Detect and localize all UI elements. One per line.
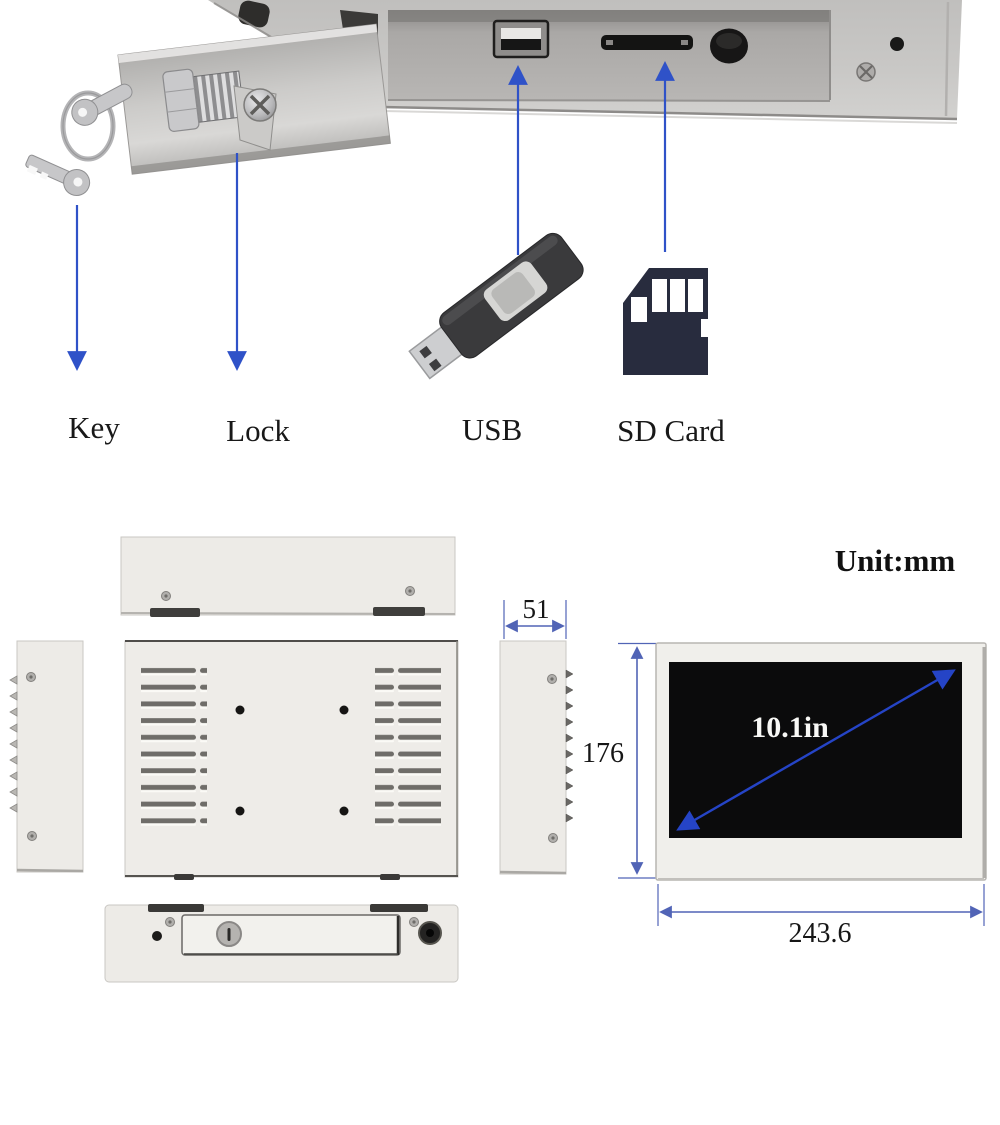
chassis-screw bbox=[856, 62, 876, 82]
back-view bbox=[124, 640, 459, 880]
top-view bbox=[120, 536, 456, 617]
vent-column-right bbox=[375, 664, 441, 831]
device-photo: Key Lock USB SD Card bbox=[25, 0, 962, 448]
key-label: Key bbox=[68, 410, 120, 445]
foot bbox=[174, 874, 194, 880]
sd-card-icon bbox=[623, 268, 708, 375]
vent-column-left bbox=[141, 664, 207, 831]
power-jack bbox=[710, 28, 748, 64]
width-value: 243.6 bbox=[789, 918, 852, 949]
usb-label: USB bbox=[462, 412, 522, 447]
usb-port[interactable] bbox=[492, 19, 550, 59]
bottom-hole bbox=[152, 931, 162, 941]
depth-value: 51 bbox=[523, 594, 550, 624]
door-lock-keyhole[interactable] bbox=[216, 921, 242, 947]
compartment-top-shadow bbox=[388, 10, 830, 22]
usb-flash-drive-icon bbox=[408, 232, 584, 380]
foot bbox=[370, 904, 428, 912]
lock-screw bbox=[243, 88, 277, 122]
front-view: 10.1in bbox=[655, 642, 987, 881]
chassis-right-bevel bbox=[944, 1, 950, 117]
vesa-hole bbox=[339, 705, 349, 715]
vesa-hole bbox=[235, 705, 245, 715]
height-value: 176 bbox=[582, 738, 624, 769]
lock-cylinder bbox=[162, 68, 245, 132]
screen-diagonal-value: 10.1in bbox=[751, 711, 829, 744]
chassis-shadow bbox=[383, 110, 958, 124]
chassis-bottom-edge bbox=[381, 105, 958, 121]
right-side-view bbox=[499, 640, 574, 875]
depth-dimension: 51 bbox=[503, 594, 567, 639]
dc-jack bbox=[418, 921, 442, 945]
foot bbox=[373, 607, 425, 616]
sd-card-slot[interactable] bbox=[601, 35, 693, 50]
media-compartment bbox=[388, 10, 830, 100]
vesa-hole bbox=[339, 806, 349, 816]
foot bbox=[150, 608, 200, 617]
dimension-diagram: Unit:mm bbox=[9, 536, 987, 983]
hinge-bumper bbox=[238, 0, 270, 28]
bottom-view bbox=[104, 904, 459, 983]
width-dimension: 243.6 bbox=[657, 884, 985, 949]
unit-label: Unit:mm bbox=[835, 543, 956, 578]
lock-label: Lock bbox=[226, 413, 290, 448]
foot bbox=[148, 904, 204, 912]
height-dimension: 176 bbox=[582, 642, 656, 879]
screen-diagonal-arrow bbox=[676, 669, 956, 831]
left-side-view bbox=[9, 640, 84, 873]
key-upper bbox=[71, 83, 133, 126]
foot bbox=[380, 874, 400, 880]
compartment-bottom-edge bbox=[387, 99, 831, 102]
key-set bbox=[25, 83, 133, 197]
key-lower bbox=[25, 154, 91, 197]
sd-card-label: SD Card bbox=[617, 413, 725, 448]
lock-door-closed[interactable] bbox=[181, 914, 401, 956]
vesa-hole bbox=[235, 806, 245, 816]
reset-hole bbox=[890, 37, 904, 51]
